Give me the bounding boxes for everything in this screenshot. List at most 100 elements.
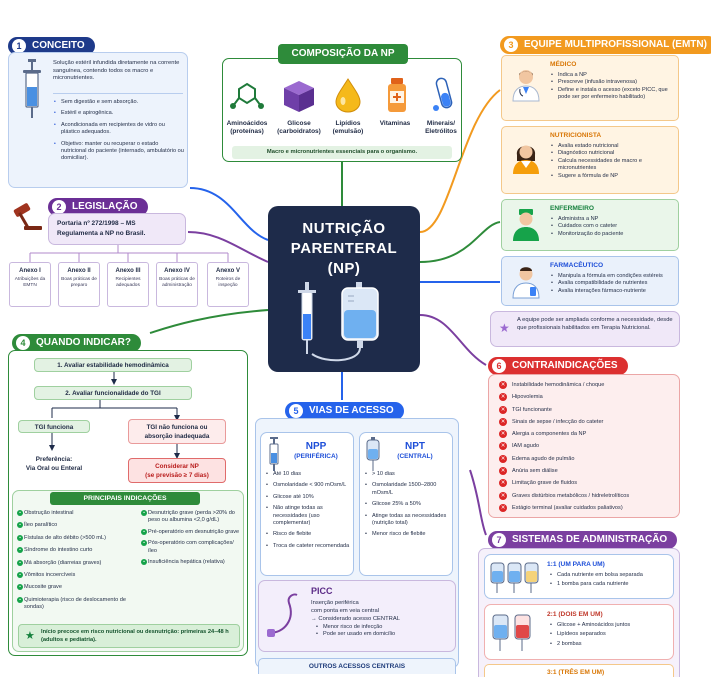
list-item: Graves distúrbios metabólicos / hidrelet… [499,490,677,502]
team-enfermeiro-title: ENFERMEIRO [550,205,594,212]
quando-note: ★ Início precoce em risco nutricional ou… [18,624,240,648]
step-1: 1. Avaliar estabilidade hemodinâmica [34,358,192,372]
list-item: Pós-operatório com complicações/íleo [140,540,240,555]
syringe-icon [23,59,41,118]
list-item: Instabilidade hemodinâmica / choque [499,379,677,391]
conceito-number: 1 [12,39,26,53]
center-title-card: NUTRIÇÃO PARENTERAL (NP) [268,206,420,372]
legislacao-portaria: Portaria nº 272/1998 – MS [57,220,136,227]
vias-header: 5 VIAS DE ACESSO [285,402,404,420]
vias-number: 5 [289,404,303,418]
composicao-item-aminoacidos: Aminoácidos (proteínas) [226,120,268,135]
considerar-np: Considerar NP (se previsão ≥ 7 dias) [128,458,226,483]
iv-bag-icon [298,282,379,362]
conceito-panel: Solução estéril infundida diretamente na… [8,52,188,188]
bottle-icon [388,78,406,112]
team-nutricionista-title: NUTRICIONISTA [550,132,602,139]
list-item: Cuidados com o cateter [550,223,678,231]
three-bags-icon [490,562,539,593]
conceito-divider [53,93,183,94]
picc-line1: Inserção periférica [311,600,359,606]
list-item: Sinais de sepse / infecção do cateter [499,416,677,428]
npp-title: NPP [305,441,327,452]
sistema-2-1: 2:1 (DOIS EM UM) Glicose + Aminoácidos j… [484,604,674,660]
indicacoes-header: PRINCIPAIS INDICAÇÕES [50,492,200,505]
list-item: Atinge todas as necessidades (nutrição t… [364,513,450,528]
composicao-title: COMPOSIÇÃO DA NP [291,48,395,59]
list-item: Menor risco de infecção [315,624,453,632]
npp-subtitle: (PERIFÉRICA) [294,453,338,460]
contra-title: CONTRAINDICAÇÕES [512,360,618,371]
npt-list: > 10 dias Osmolaridade 1500–2800 mOsm/L … [364,471,450,539]
team-medico: MÉDICO Indica a NP Prescreve (infusão in… [501,55,679,121]
legislacao-header: 2 LEGISLAÇÃO [48,198,148,216]
list-item: Não atinge todas as necessidades (uso co… [265,505,351,527]
list-item: Sugere a fórmula de NP [550,173,678,181]
doctor-icon [512,70,540,102]
list-item: Avalia compatibilidade de nutrientes [550,280,678,288]
list-item: > 10 dias [364,471,450,479]
composicao-item-glicose: Glicose (carboidratos) [277,120,321,135]
picc-card: PICC Inserção periférica com ponta em ve… [258,580,456,652]
legislacao-title: LEGISLAÇÃO [72,201,138,212]
sistema-1-1-list: Cada nutriente em bolsa separada 1 bomba… [549,572,671,589]
list-item: Desnutrição grave (perda >20% do peso ou… [140,510,240,525]
contra-list: Instabilidade hemodinâmica / choque Hipo… [499,379,677,514]
list-item: Síndrome do intestino curto [16,547,134,554]
npt-card: NPT (CENTRAL) > 10 dias Osmolaridade 150… [359,432,453,576]
list-item: Mucosite grave [16,584,134,591]
list-item: Acondicionada em recipientes de vidro ou… [53,122,185,137]
list-item: Glicose + Aminoácidos juntos [549,622,671,630]
npp-card: NPP (PERIFÉRICA) Até 10 dias Osmolaridad… [260,432,354,576]
npp-list: Até 10 dias Osmolaridade < 900 mOsm/L Gl… [265,471,351,551]
list-item: Alergia a componentes da NP [499,428,677,440]
step-2: 2. Avaliar funcionalidade do TGI [34,386,192,400]
gavel-icon [13,203,42,230]
tgi-nao-funciona: TGI não funciona ou absorção inadequada [128,419,226,444]
outros-acessos: OUTROS ACESSOS CENTRAIS [258,658,456,674]
conceito-header: 1 CONCEITO [8,37,95,55]
center-title-line2: PARENTERAL [290,240,398,257]
team-farmaceutico-title: FARMACÊUTICO [550,262,604,269]
list-item: Quimioterapia (risco de deslocamento de … [16,596,134,612]
composicao-header: COMPOSIÇÃO DA NP [278,44,408,64]
sistemas-number: 7 [492,533,506,547]
team-enfermeiro: ENFERMEIRO Administra a NP Cuidados com … [501,199,679,251]
list-item: Anúria sem diálise [499,465,677,477]
composicao-item-vitaminas: Vitaminas [379,120,411,127]
list-item: Prescreve (infusão intravenosa) [550,79,678,87]
tgi-preferencia: Preferência: Via Oral ou Enteral [18,452,90,476]
picc-title: PICC [311,586,333,596]
legislacao-panel: Portaria nº 272/1998 – MS Regulamenta a … [48,213,186,245]
center-title-line1: NUTRIÇÃO [302,220,386,237]
nutritionist-icon [513,145,539,174]
list-item: Vômitos incoercíveis [16,572,134,579]
list-item: Troca de cateter recomendada [265,543,351,551]
legislacao-number: 2 [52,200,66,214]
list-item: Pode ser usado em domicílio [315,631,453,639]
sistemas-title: SISTEMAS DE ADMINISTRAÇÃO [512,534,668,545]
conceito-title: CONCEITO [32,40,85,51]
annex-1: Anexo I Atribuições da EMTN [9,262,51,307]
contra-number: 6 [492,359,506,373]
list-item: Osmolaridade < 900 mOsm/L [265,482,351,490]
list-item: Avalia estado nutricional [550,143,678,151]
list-item: Fístulas de alto débito (>500 mL) [16,534,134,542]
star-icon: ★ [499,321,510,335]
picc-line3: → Considerado acesso CENTRAL [311,616,400,622]
list-item: Até 10 dias [265,471,351,479]
tgi-funciona: TGI funciona [18,420,90,433]
molecule-icon [230,82,264,109]
quando-number: 4 [16,336,30,350]
quando-title: QUANDO INDICAR? [36,337,131,348]
annex-5: Anexo V Roteiros de inspeção [207,262,249,307]
equipe-title: EQUIPE MULTIPROFISSIONAL (EMTN) [524,39,707,50]
legislacao-regulamenta: Regulamenta a NP no Brasil. [57,230,146,237]
team-medico-title: MÉDICO [550,61,577,68]
annex-4: Anexo IV Boas práticas de administração [156,262,198,307]
list-item: 1 bomba para cada nutriente [549,581,671,589]
quando-header: 4 QUANDO INDICAR? [12,334,141,352]
list-item: Avalia interações fármaco-nutriente [550,288,678,296]
list-item: Risco de flebite [265,531,351,539]
list-item: Cada nutriente em bolsa separada [549,572,671,580]
